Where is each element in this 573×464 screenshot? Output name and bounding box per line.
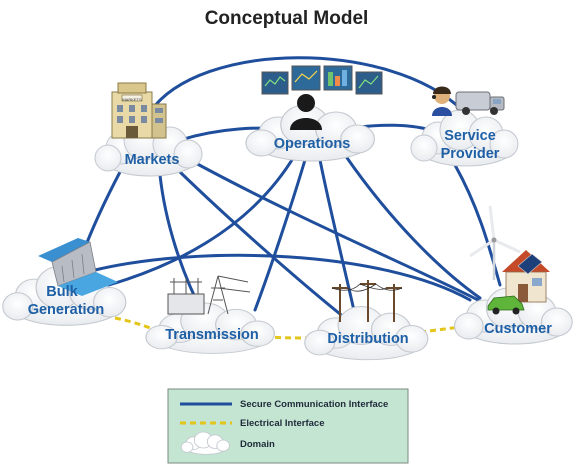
- cloud-label-operations: Operations: [274, 136, 351, 152]
- operations-monitors-icon: [261, 65, 383, 95]
- cloud-label-markets: Markets: [125, 152, 180, 168]
- link-markets-customer: [188, 158, 480, 302]
- power-poles-icon: [331, 280, 403, 322]
- legend-box: [167, 388, 409, 464]
- house-icon: [502, 250, 550, 303]
- link-markets-service: [148, 56, 464, 114]
- electric-car-icon: [487, 295, 525, 315]
- domain-cloud-operations[interactable]: [245, 104, 375, 162]
- legend-domain-label: Domain: [240, 439, 275, 450]
- substation-icon: [167, 275, 251, 315]
- svg-text:Markets: Markets: [125, 152, 180, 168]
- market-building-icon: [111, 82, 167, 139]
- service-person-icon: [432, 86, 452, 116]
- market-building-sign: MARKETS: [122, 97, 142, 102]
- dam-icon: [38, 238, 118, 296]
- legend-electrical-label: Electrical Interface: [240, 418, 325, 429]
- cloud-label-transmission: Transmission: [165, 327, 258, 343]
- link-operations-customer: [343, 153, 482, 300]
- link-operations-bulk: [88, 153, 297, 292]
- svg-text:Operations: Operations: [274, 136, 351, 152]
- solar-panel-icon: [517, 253, 543, 275]
- link-service-customer: [453, 163, 502, 287]
- link-operations-distribution: [318, 158, 357, 317]
- link-bulk-customer: [93, 253, 472, 302]
- svg-text:Bulk: Bulk: [46, 284, 78, 300]
- wind-turbine-icon: [469, 205, 521, 280]
- operator-icon: [290, 94, 322, 130]
- secure-communication-lines: [73, 56, 502, 320]
- svg-text:Provider: Provider: [441, 146, 500, 162]
- svg-text:Transmission: Transmission: [165, 327, 258, 343]
- cloud-label-customer: Customer: [484, 321, 552, 337]
- svg-text:Distribution: Distribution: [327, 331, 408, 347]
- diagram-title: Conceptual Model: [204, 8, 369, 29]
- legend-secure-label: Secure Communication Interface: [240, 399, 388, 410]
- cloud-label-bulk-generation: Bulk Generation: [28, 284, 105, 318]
- cloud-label-distribution: Distribution: [327, 331, 408, 347]
- legend: Secure Communication Interface Electrica…: [167, 388, 409, 464]
- svg-text:Service: Service: [444, 128, 496, 144]
- service-truck-icon: [455, 91, 505, 115]
- svg-text:Customer: Customer: [484, 321, 552, 337]
- cloud-label-service-provider: Service Provider: [441, 128, 500, 162]
- svg-text:Generation: Generation: [28, 302, 105, 318]
- link-operations-transmission: [253, 158, 307, 312]
- electrical-bulk-transmission: [114, 316, 166, 335]
